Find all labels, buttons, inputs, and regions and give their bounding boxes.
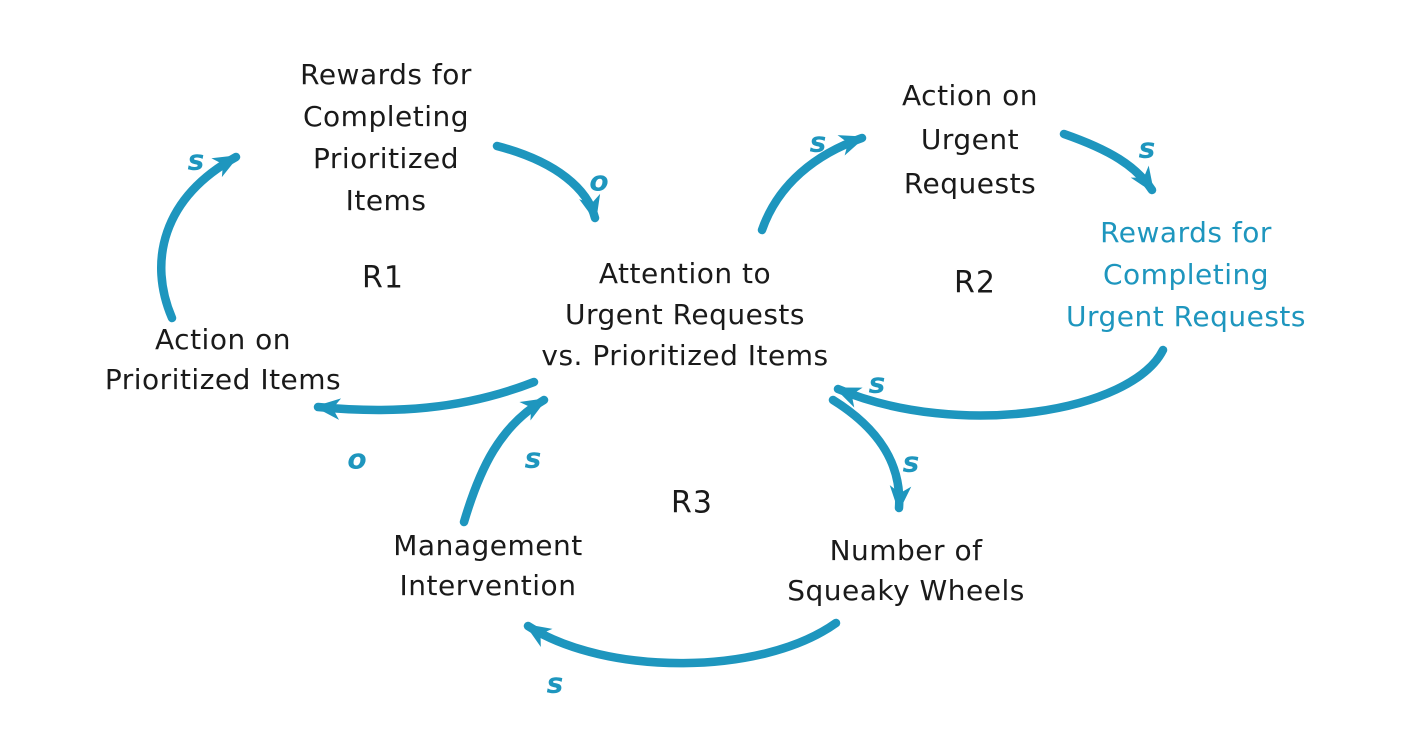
node-management: Management Intervention [393, 526, 582, 606]
node-line: Urgent Requests [1066, 300, 1306, 333]
link-label-s-action-urgent-to-rewards-urgent: s [1138, 131, 1156, 165]
arrow-action-prioritized-to-rewards-prioritized [157, 152, 241, 323]
node-squeaky-wheels: Number of Squeaky Wheels [787, 531, 1025, 611]
link-label-s-attention-to-action-urgent: s [809, 125, 827, 159]
node-line: Number of [829, 534, 983, 567]
node-line: Action on [902, 79, 1038, 112]
arrow-action-urgent-to-rewards-urgent [1059, 129, 1157, 195]
node-line: Completing [302, 100, 470, 133]
node-line: Rewards for [300, 58, 472, 91]
link-label-o-rewards-prioritized-to-attention: o [589, 164, 609, 198]
link-label-s-rewards-urgent-to-attention: s [868, 366, 886, 400]
arrow-attention-to-action-urgent [757, 133, 867, 235]
node-line: Management [393, 529, 583, 562]
link-label-s-action-prioritized-to-rewards-prioritized: s [187, 143, 205, 177]
node-line: vs. Prioritized Items [541, 339, 829, 372]
arrow-management-to-attention [459, 395, 549, 527]
node-rewards-urgent: Rewards for Completing Urgent Requests [1066, 212, 1306, 338]
node-rewards-prioritized: Rewards for Completing Prioritized Items [300, 54, 472, 222]
node-line: Prioritized Items [104, 363, 342, 396]
link-label-s-attention-to-squeaky: s [902, 445, 920, 479]
node-line: Attention to [598, 257, 772, 290]
node-line: Action on [155, 323, 291, 356]
arrow-rewards-urgent-to-attention [833, 345, 1168, 420]
arrow-attention-to-squeaky [828, 395, 912, 513]
node-line: Requests [903, 167, 1037, 200]
loop-label-r1: R1 [362, 260, 404, 296]
node-line: Urgent Requests [565, 298, 805, 331]
node-line: Prioritized [312, 142, 460, 175]
node-line: Squeaky Wheels [787, 574, 1025, 607]
link-label-o-attention-to-action-prioritized: o [347, 442, 367, 476]
loop-label-r3: R3 [671, 485, 713, 521]
node-line: Intervention [399, 569, 577, 602]
node-line: Urgent [920, 123, 1020, 156]
node-line: Completing [1102, 258, 1269, 291]
arrow-rewards-prioritized-to-attention [492, 141, 601, 223]
loop-label-r2: R2 [954, 265, 996, 301]
node-attention: Attention to Urgent Requests vs. Priorit… [541, 253, 828, 376]
arrow-squeaky-to-management [523, 618, 841, 668]
arrow-attention-to-action-prioritized [313, 377, 539, 420]
link-label-s-squeaky-to-management: s [546, 666, 564, 700]
node-action-prioritized: Action on Prioritized Items [105, 320, 341, 400]
node-line: Items [345, 184, 427, 217]
node-action-urgent: Action on Urgent Requests [902, 74, 1038, 206]
link-label-s-management-to-attention: s [524, 441, 542, 475]
node-line: Rewards for [1100, 216, 1272, 249]
